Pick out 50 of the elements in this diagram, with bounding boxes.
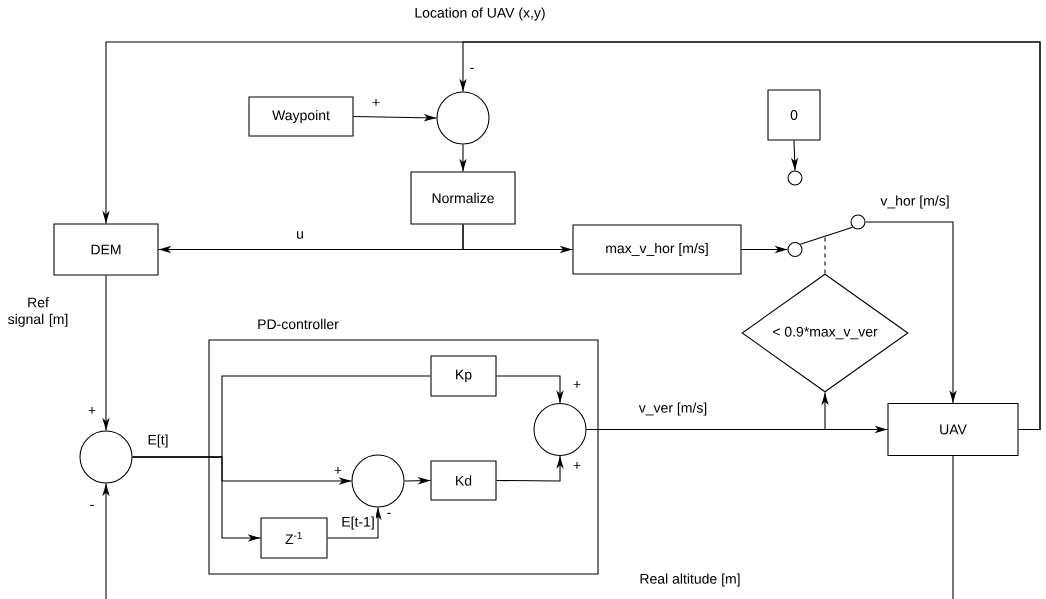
arrow: [459, 41, 1041, 431]
switch-blade: [799, 226, 854, 245]
process-box: DEM: [53, 223, 159, 276]
sign-label: +: [334, 466, 342, 474]
sign-label: -: [387, 512, 391, 514]
summing-junction: [436, 91, 490, 145]
arrow: [462, 224, 573, 254]
sign-label: +: [573, 380, 581, 388]
process-box: Normalize: [410, 171, 516, 225]
arrow: [102, 275, 110, 431]
process-box: Z$^{-1}$: [260, 517, 328, 559]
sign-label: -: [90, 504, 94, 506]
process-box: Waypoint: [248, 96, 354, 137]
arrow: [586, 392, 829, 431]
sign-label: +: [573, 461, 581, 469]
sign-label: +: [372, 98, 380, 106]
summing-junction: [79, 430, 133, 484]
edge-label: v_hor [m/s]: [879, 194, 951, 210]
arrow: [741, 245, 788, 254]
process-box: 0: [767, 89, 821, 141]
edge-label: Location of UAV (x,y): [413, 6, 547, 22]
sign-label: -: [470, 67, 474, 69]
arrow: [404, 477, 431, 485]
process-box: UAV: [887, 402, 1019, 457]
arrow: [132, 456, 261, 542]
process-box: Kd: [430, 460, 497, 501]
node-label: PD-controller: [258, 318, 339, 330]
connector-line: [824, 236, 826, 274]
edge-label: v_ver [m/s]: [637, 401, 709, 417]
switch-terminal: [787, 170, 803, 186]
arrow: [790, 140, 799, 171]
arrow: [865, 221, 957, 404]
sign-label: +: [88, 406, 96, 414]
arrow: [459, 144, 467, 172]
arrow: [496, 375, 564, 404]
arrow: [353, 114, 437, 122]
process-box: Kp: [430, 355, 497, 397]
summing-junction: [351, 454, 405, 508]
summing-junction: [533, 402, 587, 457]
process-box: max_v_hor [m/s]: [572, 224, 742, 275]
edge-label: E[t-1]: [339, 515, 377, 531]
switch-terminal: [850, 214, 866, 230]
edge-label: Ref signal [m]: [0, 295, 78, 329]
arrow: [496, 455, 564, 482]
edge-label: E[t]: [146, 433, 170, 449]
switch-terminal: [787, 241, 803, 258]
edge-label: Real altitude [m]: [638, 572, 742, 588]
arrow: [327, 507, 382, 539]
edge-label: u: [294, 229, 306, 241]
arrow: [102, 455, 954, 599]
